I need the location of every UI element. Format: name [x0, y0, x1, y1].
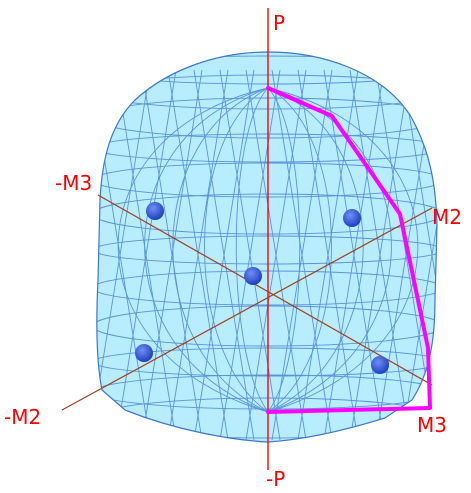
interaction-path [266, 86, 432, 414]
mesh-line [219, 69, 281, 441]
interaction-surface [96, 51, 438, 443]
mesh-line [401, 69, 438, 441]
label-neg-m2: -M2 [4, 405, 41, 429]
label-p: P [273, 11, 285, 35]
mesh-line [267, 87, 332, 413]
label-m3: M3 [417, 413, 447, 437]
mesh-line [267, 87, 419, 413]
mesh-line [204, 87, 269, 413]
mesh-line [245, 69, 307, 441]
data-point [146, 202, 164, 220]
m2-axis-line [61, 207, 433, 411]
mesh-line [167, 69, 229, 441]
mesh-line [193, 69, 255, 441]
data-point [244, 267, 262, 285]
data-point [343, 209, 361, 227]
label-neg-p: -P [266, 467, 285, 491]
mesh-line [271, 69, 333, 441]
label-neg-m3: -M3 [55, 171, 92, 195]
m3-axis-line [97, 194, 433, 386]
mesh-line [267, 87, 392, 413]
mesh-line [297, 69, 359, 441]
mesh-line [172, 87, 269, 413]
mesh-line [115, 69, 177, 441]
mesh-line [267, 87, 364, 413]
data-point [371, 356, 389, 374]
mesh-line [267, 87, 301, 413]
label-m2: M2 [432, 205, 462, 229]
mesh-line [349, 69, 411, 441]
mesh-line [141, 69, 203, 441]
point-group [135, 202, 389, 374]
data-point [135, 344, 153, 362]
mesh-line [235, 87, 269, 413]
mesh-line [323, 69, 385, 441]
